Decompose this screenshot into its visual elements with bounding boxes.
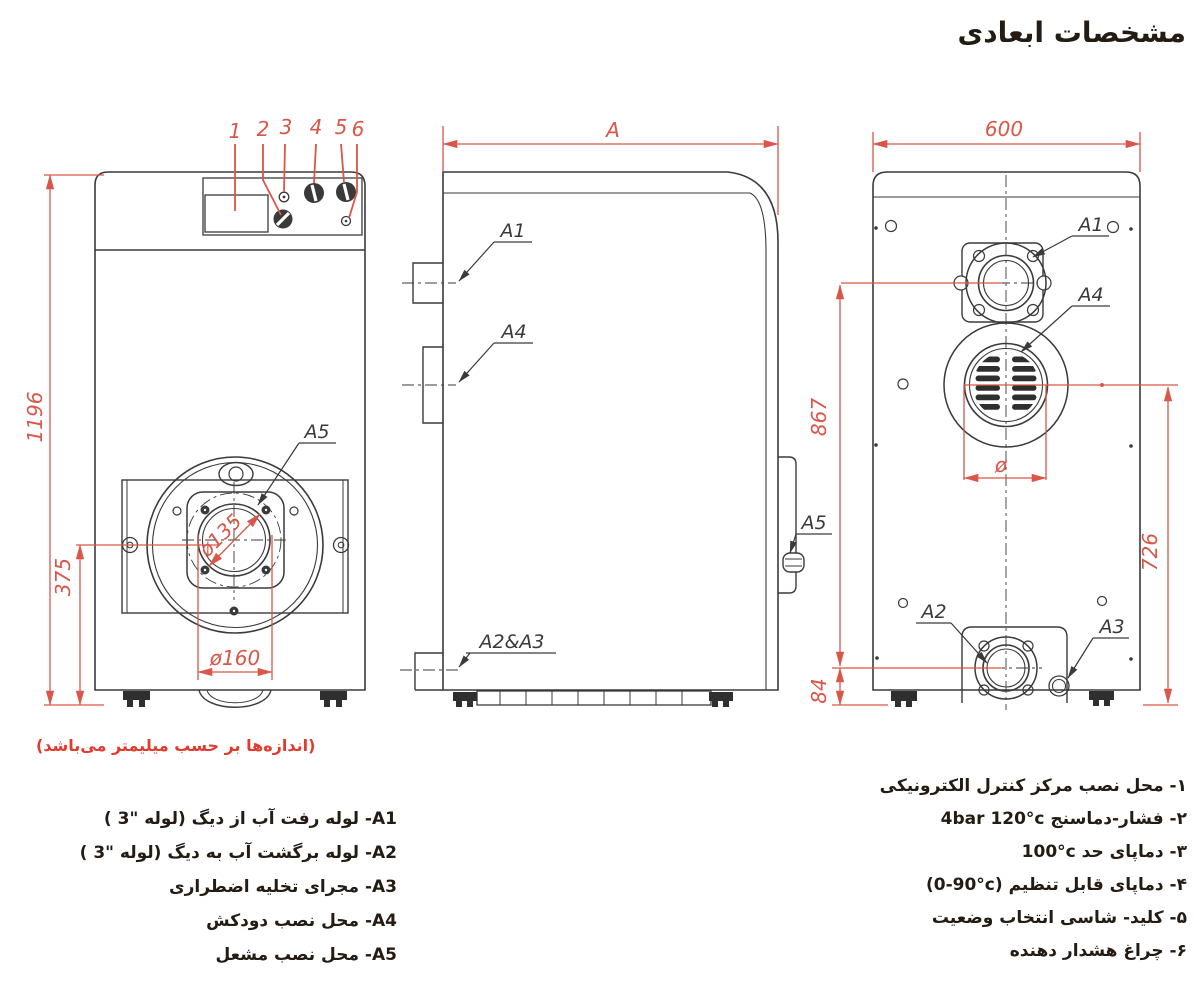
back-return-label: A2 [919, 601, 946, 623]
back-dims [832, 132, 1178, 706]
back-labels: A1 A4 A2 A3 [919, 214, 1124, 638]
callout-5: 5 [335, 115, 348, 139]
side-labels: A1 A4 A2&A3 A5 [478, 220, 827, 653]
side-outlet-label: A1 [498, 220, 525, 242]
legend-item-5: ۵- کلید- شاسی انتخاب وضعیت [931, 908, 1187, 928]
dim-return-height: 84 [807, 678, 831, 703]
back-feet [891, 691, 1114, 707]
drain-port [1048, 675, 1070, 697]
side-return-drain-label: A2&A3 [478, 631, 545, 653]
panel-leaders [234, 143, 358, 219]
side-burner-label: A5 [799, 512, 826, 534]
legend-item-6: ۶- چراغ هشدار دهنده [1009, 941, 1187, 961]
callout-2: 2 [257, 117, 270, 141]
legend-item-a1: A1- لوله رفت آب از دیگ (لوله "3 ) [103, 809, 397, 829]
sight-glass [218, 461, 254, 487]
back-dim-labels: 600 867 726 84 ø [807, 117, 1162, 704]
dim-width: 600 [985, 117, 1023, 141]
side-feet [453, 692, 733, 707]
dim-height: 1196 [23, 392, 47, 443]
side-dims [442, 126, 779, 215]
front-feet [123, 691, 347, 707]
return-flange-plate [961, 626, 1068, 703]
dim-flue-dia: ø [994, 453, 1008, 477]
side-view [400, 171, 832, 707]
callout-3: 3 [280, 115, 293, 139]
legend-item-a3: A3- مجرای تخلیه اضطراری [169, 877, 397, 897]
control-display [204, 194, 269, 233]
page-title: مشخصات ابعادی [957, 16, 1186, 49]
back-flue-label: A4 [1076, 284, 1103, 306]
side-flue-label: A4 [499, 321, 526, 343]
front-burner-label: A5 [302, 421, 329, 443]
callout-4: 4 [310, 115, 323, 139]
dim-flue-center: 867 [807, 398, 831, 436]
back-drain-label: A3 [1097, 616, 1124, 638]
dim-flue-right: 726 [1138, 533, 1162, 571]
back-outlet-label: A1 [1076, 214, 1103, 236]
dim-depth: A [604, 118, 620, 142]
legend-item-3: ۳- دماپای حد ⁦100°c⁩ [1021, 842, 1187, 862]
dim-flange-dia: ø160 [209, 646, 260, 670]
burner-door [778, 456, 797, 594]
flue-stub [422, 346, 443, 424]
legend-panel: ۱- محل نصب مرکز کنترل الکترونیکی ۲- فشار… [880, 770, 1187, 968]
legend-connections: A1- لوله رفت آب از دیگ (لوله "3 ) A2- لو… [80, 802, 397, 972]
legend-item-a4: A4- محل نصب دودکش [206, 911, 397, 931]
legend-item-4: ۴- دماپای قابل تنظیم ⁦(0-90°c)⁩ [926, 875, 1187, 895]
legend-item-2: ۲- فشار-دماسنج ⁦4bar 120°c⁩ [940, 809, 1187, 829]
units-note: (اندازه‌ها بر حسب میلیمتر می‌باشد) [36, 736, 316, 755]
legend-item-1: ۱- محل نصب مرکز کنترل الکترونیکی [879, 776, 1187, 796]
callout-1: 1 [229, 119, 242, 143]
dim-burner-height: 375 [51, 558, 75, 596]
front-dims [44, 143, 358, 706]
door-handle [782, 552, 805, 573]
panel-knobs [273, 182, 356, 229]
callout-6: 6 [352, 117, 365, 141]
legend-item-a2: A2- لوله برگشت آب به دیگ (لوله "3 ) [79, 843, 397, 863]
legend-item-a5: A5- محل نصب مشعل [215, 945, 398, 965]
front-view [94, 171, 366, 708]
technical-drawing: A5 1 2 3 4 5 [23, 115, 1178, 710]
return-stub [414, 652, 443, 690]
